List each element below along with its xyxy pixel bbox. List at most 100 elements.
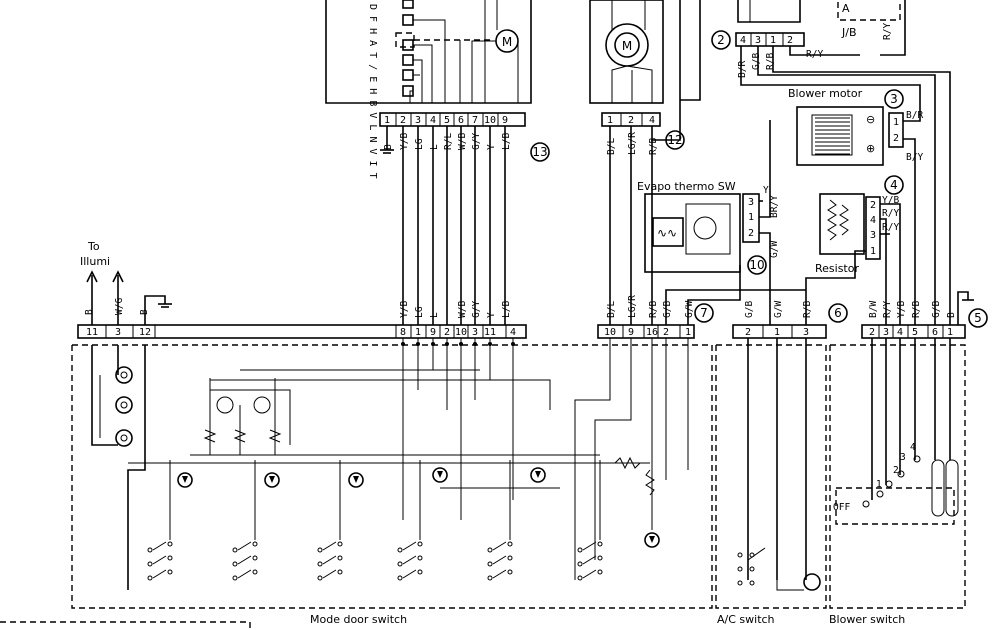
connector-6-pin: 2 — [745, 327, 751, 338]
svg-text:2: 2 — [748, 228, 754, 239]
wire-label: G/B — [931, 301, 942, 318]
wire-label: G/Y — [471, 301, 482, 318]
connector-6-pin: 3 — [803, 327, 809, 338]
wire-label: G/W — [773, 301, 784, 318]
wire-label: B — [946, 312, 957, 318]
svg-text:1: 1 — [870, 246, 876, 257]
connector-12-pin: 4 — [649, 115, 655, 126]
connector-7-pin: 1 — [415, 327, 421, 338]
connector-7-pin: 3 — [472, 327, 478, 338]
svg-text:R/Y: R/Y — [882, 208, 899, 219]
svg-text:1: 1 — [748, 212, 754, 223]
switch-internals — [91, 338, 821, 591]
jb-label: J/B — [841, 26, 857, 39]
wire-label: R/B — [802, 301, 813, 318]
wire-label: W/B — [457, 301, 468, 318]
svg-text:R/Y: R/Y — [882, 222, 899, 233]
svg-text:4: 4 — [890, 178, 898, 192]
svg-text:2: 2 — [717, 33, 725, 47]
svg-text:B: B — [84, 309, 95, 315]
wire-label: R/Y — [882, 301, 893, 318]
blower-switch-panel: Blower switch — [829, 344, 966, 626]
connector-5-pin: 6 — [932, 327, 938, 338]
connector-5-pin: 5 — [912, 327, 918, 338]
resistor-label: Resistor — [815, 262, 859, 275]
wire-label: G/B — [662, 301, 673, 318]
connector-2-pin: 2 — [787, 35, 793, 46]
svg-text:R/B: R/B — [765, 53, 776, 70]
svg-text:D F H A T / E H B V L N V I T: D F H A T / E H B V L N V I T — [367, 4, 378, 179]
connector-13-pin: 7 — [472, 115, 478, 126]
connector-6: 2 G/B 1 G/W 3 R/B 6 — [732, 301, 848, 580]
svg-text:3: 3 — [870, 230, 876, 241]
svg-text:Y: Y — [763, 185, 769, 196]
wire-label: L/B — [501, 301, 512, 318]
blower-switch-label: Blower switch — [829, 613, 905, 626]
wire-label: G/B — [744, 301, 755, 318]
wire-label: G/Y — [471, 133, 482, 150]
svg-text:M: M — [622, 39, 632, 53]
svg-text:B/R: B/R — [906, 110, 923, 121]
intake-actuator: M — [589, 0, 664, 104]
svg-text:G/W: G/W — [769, 241, 780, 258]
wire-label: W/B — [457, 133, 468, 150]
svg-text:⊕: ⊕ — [866, 142, 875, 155]
connector-13-pin: 10 — [484, 115, 496, 126]
actuator-motor-label: M — [502, 35, 512, 49]
intake-motor-icon — [614, 32, 640, 58]
svg-text:B/R: B/R — [737, 61, 748, 78]
wire-label: LG — [414, 138, 425, 150]
svg-text:BR/Y: BR/Y — [769, 195, 780, 218]
svg-text:R/Y: R/Y — [882, 23, 893, 40]
svg-text:G/B: G/B — [751, 53, 762, 70]
connector-7-pin: 11 — [484, 327, 496, 338]
connector-5-pin: 4 — [897, 327, 903, 338]
connector-7-pin: 10 — [455, 327, 467, 338]
blower-resistor: 4 2 4 3 1 Y/B R/Y R/Y Resistor — [805, 175, 904, 330]
svg-text:W/G: W/G — [114, 298, 125, 315]
connector-2-pin: 3 — [755, 35, 761, 46]
connector-7-pin: 16 — [646, 327, 658, 338]
wire-label: Y/B — [399, 133, 410, 150]
svg-text:To: To — [87, 240, 100, 253]
svg-text:A: A — [842, 2, 850, 15]
wire-label: LG/R — [627, 295, 638, 318]
connector-5: 2B/W3R/Y4Y/B5R/B6G/B1B 5 — [861, 291, 988, 500]
wire-label: B/W — [868, 301, 879, 318]
wire-label: Y — [486, 312, 497, 318]
connector-7-pin: 10 — [604, 327, 616, 338]
ac-switch-panel: A/C switch — [715, 344, 827, 626]
blower-switch-details: OFF 1 2 3 4 — [833, 442, 959, 525]
actuator-side-text: D F H A T / E H B V L N V I T — [367, 4, 378, 179]
svg-text:10: 10 — [749, 258, 764, 272]
evapo-thermo-switch: Evapo thermo SW ∿∿ 3 1 2 Y BR/Y G/W 10 — [637, 120, 780, 330]
wire-label: R/B — [648, 138, 659, 155]
wire-label: R/L — [443, 133, 454, 150]
connector-13-pin: 5 — [444, 115, 450, 126]
wire-label: L — [429, 312, 440, 318]
svg-text:4: 4 — [910, 442, 916, 453]
connector-2-pin: 1 — [770, 35, 776, 46]
svg-text:3: 3 — [900, 452, 906, 463]
svg-text:6: 6 — [834, 306, 842, 320]
mode-door-switch-panel: Mode door switch — [71, 344, 713, 626]
wire-label: B/L — [606, 138, 617, 155]
evapo-label: Evapo thermo SW — [637, 180, 736, 193]
svg-text:2: 2 — [893, 133, 899, 144]
connector-6-pin: 1 — [774, 327, 780, 338]
wire-label: Y/B — [399, 301, 410, 318]
svg-text:2: 2 — [893, 465, 899, 476]
connector-7-pin: 11 — [86, 327, 98, 338]
connector-5-pin: 1 — [947, 327, 953, 338]
ac-switch-label: A/C switch — [717, 613, 775, 626]
connector-13-pin: 6 — [458, 115, 464, 126]
connector-2-pin: 4 — [740, 35, 746, 46]
mode-door-actuator: M D F H A T / E H B V L N V I T — [325, 0, 532, 179]
connector-13-pin: 4 — [430, 115, 436, 126]
svg-text:1: 1 — [876, 479, 882, 490]
svg-text:4: 4 — [870, 215, 876, 226]
wire-label: L — [429, 144, 440, 150]
